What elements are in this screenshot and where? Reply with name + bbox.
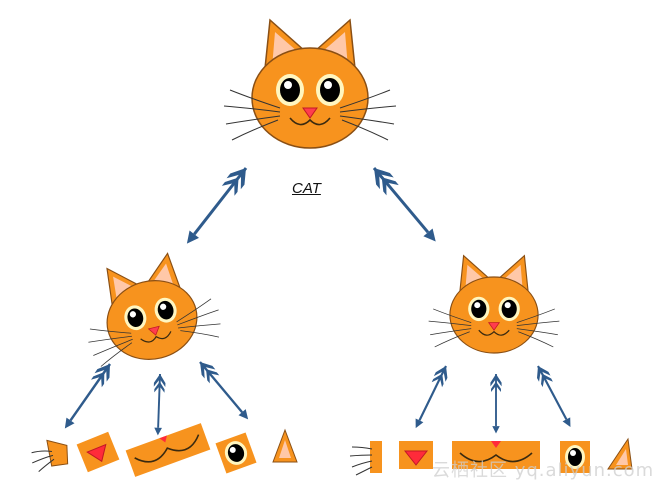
arrow-left-child-3	[193, 356, 255, 426]
arrow-left-child-1	[57, 358, 118, 434]
left-child-cat-icon	[71, 244, 228, 375]
left-fragment-nose	[76, 431, 120, 473]
root-cat-icon	[223, 19, 397, 149]
left-fragment-ear	[272, 428, 298, 463]
root-cat-label: CAT	[292, 180, 321, 197]
right-fragment-whiskers	[349, 441, 382, 476]
left-fragment-mouth	[125, 423, 211, 477]
arrow-right-child-3	[531, 361, 578, 432]
arrow-root-to-right	[365, 160, 445, 249]
right-fragment-mouth	[452, 441, 540, 469]
arrow-right-child-1	[408, 362, 453, 433]
watermark: 云栖社区 yq.aliyun.com	[432, 460, 655, 481]
left-fragment-whiskers	[31, 439, 69, 472]
left-fragment-eye	[215, 432, 257, 474]
arrow-root-to-left	[178, 160, 255, 251]
right-fragment-eye	[560, 441, 590, 473]
right-fragment-ear	[607, 437, 633, 470]
right-fragment-nose	[399, 441, 433, 469]
arrow-left-child-2	[151, 372, 167, 437]
right-child-cat-icon	[428, 255, 560, 354]
arrow-right-child-2	[489, 373, 503, 435]
